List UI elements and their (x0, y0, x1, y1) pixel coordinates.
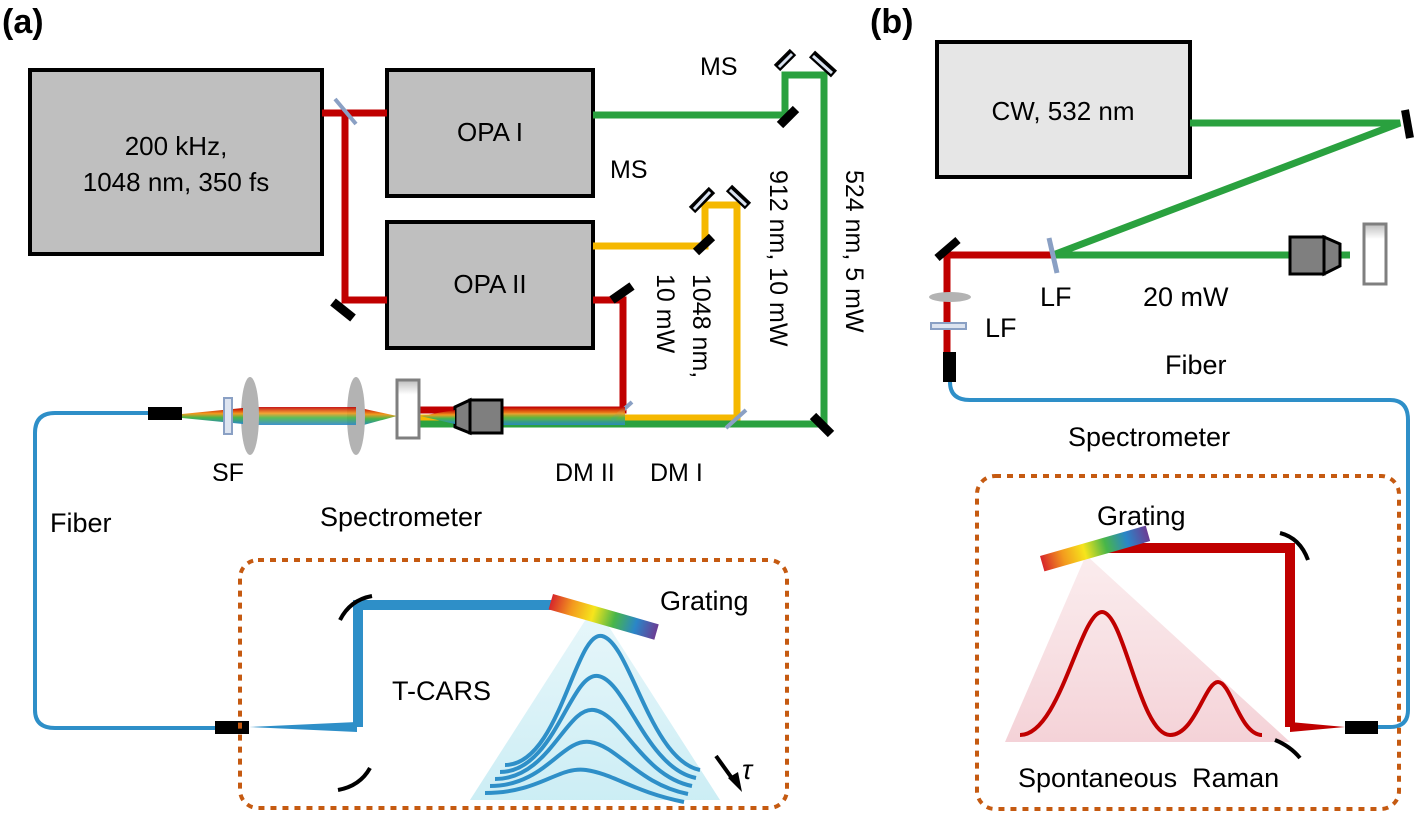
combined-beam-stripe (500, 407, 625, 425)
grating-b (1040, 525, 1151, 572)
long-pass-filter-left (930, 322, 967, 330)
short-pass-filter (223, 397, 233, 435)
spectrometer-label-b: Spectrometer (1068, 422, 1230, 452)
tau-label: τ (742, 755, 754, 785)
spectrometer-beam-a (249, 722, 357, 732)
cw-laser-box (935, 40, 1192, 179)
dm2-label: DM II (555, 459, 615, 487)
opa1-label: OPA I (457, 117, 523, 147)
curved-mirror-a-top (338, 594, 373, 621)
objective-lens (453, 397, 504, 436)
spectrometer-box-a (238, 558, 789, 810)
label-1048-b: 10 mW (651, 274, 679, 354)
dichroic-mirror-1 (724, 408, 748, 430)
opa1-box (385, 68, 595, 198)
cw-label: CW, 532 nm (991, 96, 1134, 126)
fiber-connector-in (148, 407, 182, 420)
fiber-label-a: Fiber (50, 508, 112, 538)
green-beam-524 (400, 71, 828, 428)
spectrometer-box-b (975, 474, 1401, 811)
laser-source-box (28, 68, 324, 256)
panel-a-label: (a) (2, 3, 44, 41)
fiber-cable-b (948, 381, 1410, 729)
red-beam-raman-collect (943, 251, 1053, 360)
mirror-glass-highlights (692, 52, 834, 211)
grating-label-b: Grating (1097, 501, 1186, 531)
ms-mid-label: MS (610, 156, 648, 184)
sample-cuvette (395, 378, 421, 440)
fiber-connector-b-in (943, 352, 956, 382)
spectrometer-path-b (1095, 543, 1295, 727)
fiber-coupling-cone (182, 408, 243, 424)
label-524: 524 nm, 5 mW (840, 170, 868, 333)
grating-a (548, 594, 659, 640)
fiber-connector-out (215, 721, 249, 734)
focusing-lens (241, 377, 259, 455)
objective-lens-b (1288, 234, 1342, 277)
sf-label: SF (212, 459, 244, 487)
label-1048-a: 1048 nm, (687, 274, 715, 378)
mirror-b-left (934, 236, 961, 262)
power-label: 20 mW (1143, 282, 1229, 312)
focus-cone (420, 410, 455, 424)
label-912: 912 nm, 10 mW (764, 170, 792, 347)
opa2-label: OPA II (453, 269, 526, 299)
dispersion-fan-b (1005, 555, 1290, 742)
tau-arrow (714, 754, 742, 792)
laser-line-1: 200 kHz, (125, 131, 228, 161)
opa2-box (385, 220, 595, 350)
red-beam-pump-split (322, 109, 387, 304)
dm1-label: DM I (650, 459, 703, 487)
spectrometer-path-a (353, 600, 560, 727)
curved-mirror-a-bottom (337, 766, 372, 792)
emission-cone (360, 408, 397, 426)
fiber-cable-a (33, 411, 215, 730)
lens-b (929, 292, 971, 302)
collimated-beam (252, 407, 356, 425)
beam-splitter (333, 97, 358, 126)
panel-b-label: (b) (870, 3, 913, 41)
tcars-label: T-CARS (392, 676, 491, 706)
long-pass-filter-center (1046, 237, 1060, 274)
curved-mirror-b-top (1279, 531, 1310, 561)
spectrometer-label-a: Spectrometer (320, 502, 482, 532)
raman-spectrum (1019, 609, 1263, 738)
fiber-label-b: Fiber (1165, 350, 1227, 380)
spectrometer-beam-b (1290, 722, 1345, 732)
grating-label-a: Grating (660, 586, 749, 616)
green-beam-532 (1051, 119, 1402, 259)
tcars-spectra (484, 633, 701, 804)
ms-top-label: MS (700, 53, 738, 81)
laser-line-2: 1048 nm, 350 fs (83, 167, 269, 197)
sample-cuvette-b (1362, 222, 1388, 286)
fiber-connector-b-out (1345, 721, 1378, 734)
yellow-beam-912 (400, 201, 741, 422)
lf-left-label: LF (985, 313, 1017, 343)
lf-center-label: LF (1040, 282, 1072, 312)
mirror-b-top-right (1401, 109, 1414, 139)
curved-mirror-b-bottom (1274, 738, 1302, 760)
raman-label: Spontaneous Raman (1018, 763, 1279, 793)
